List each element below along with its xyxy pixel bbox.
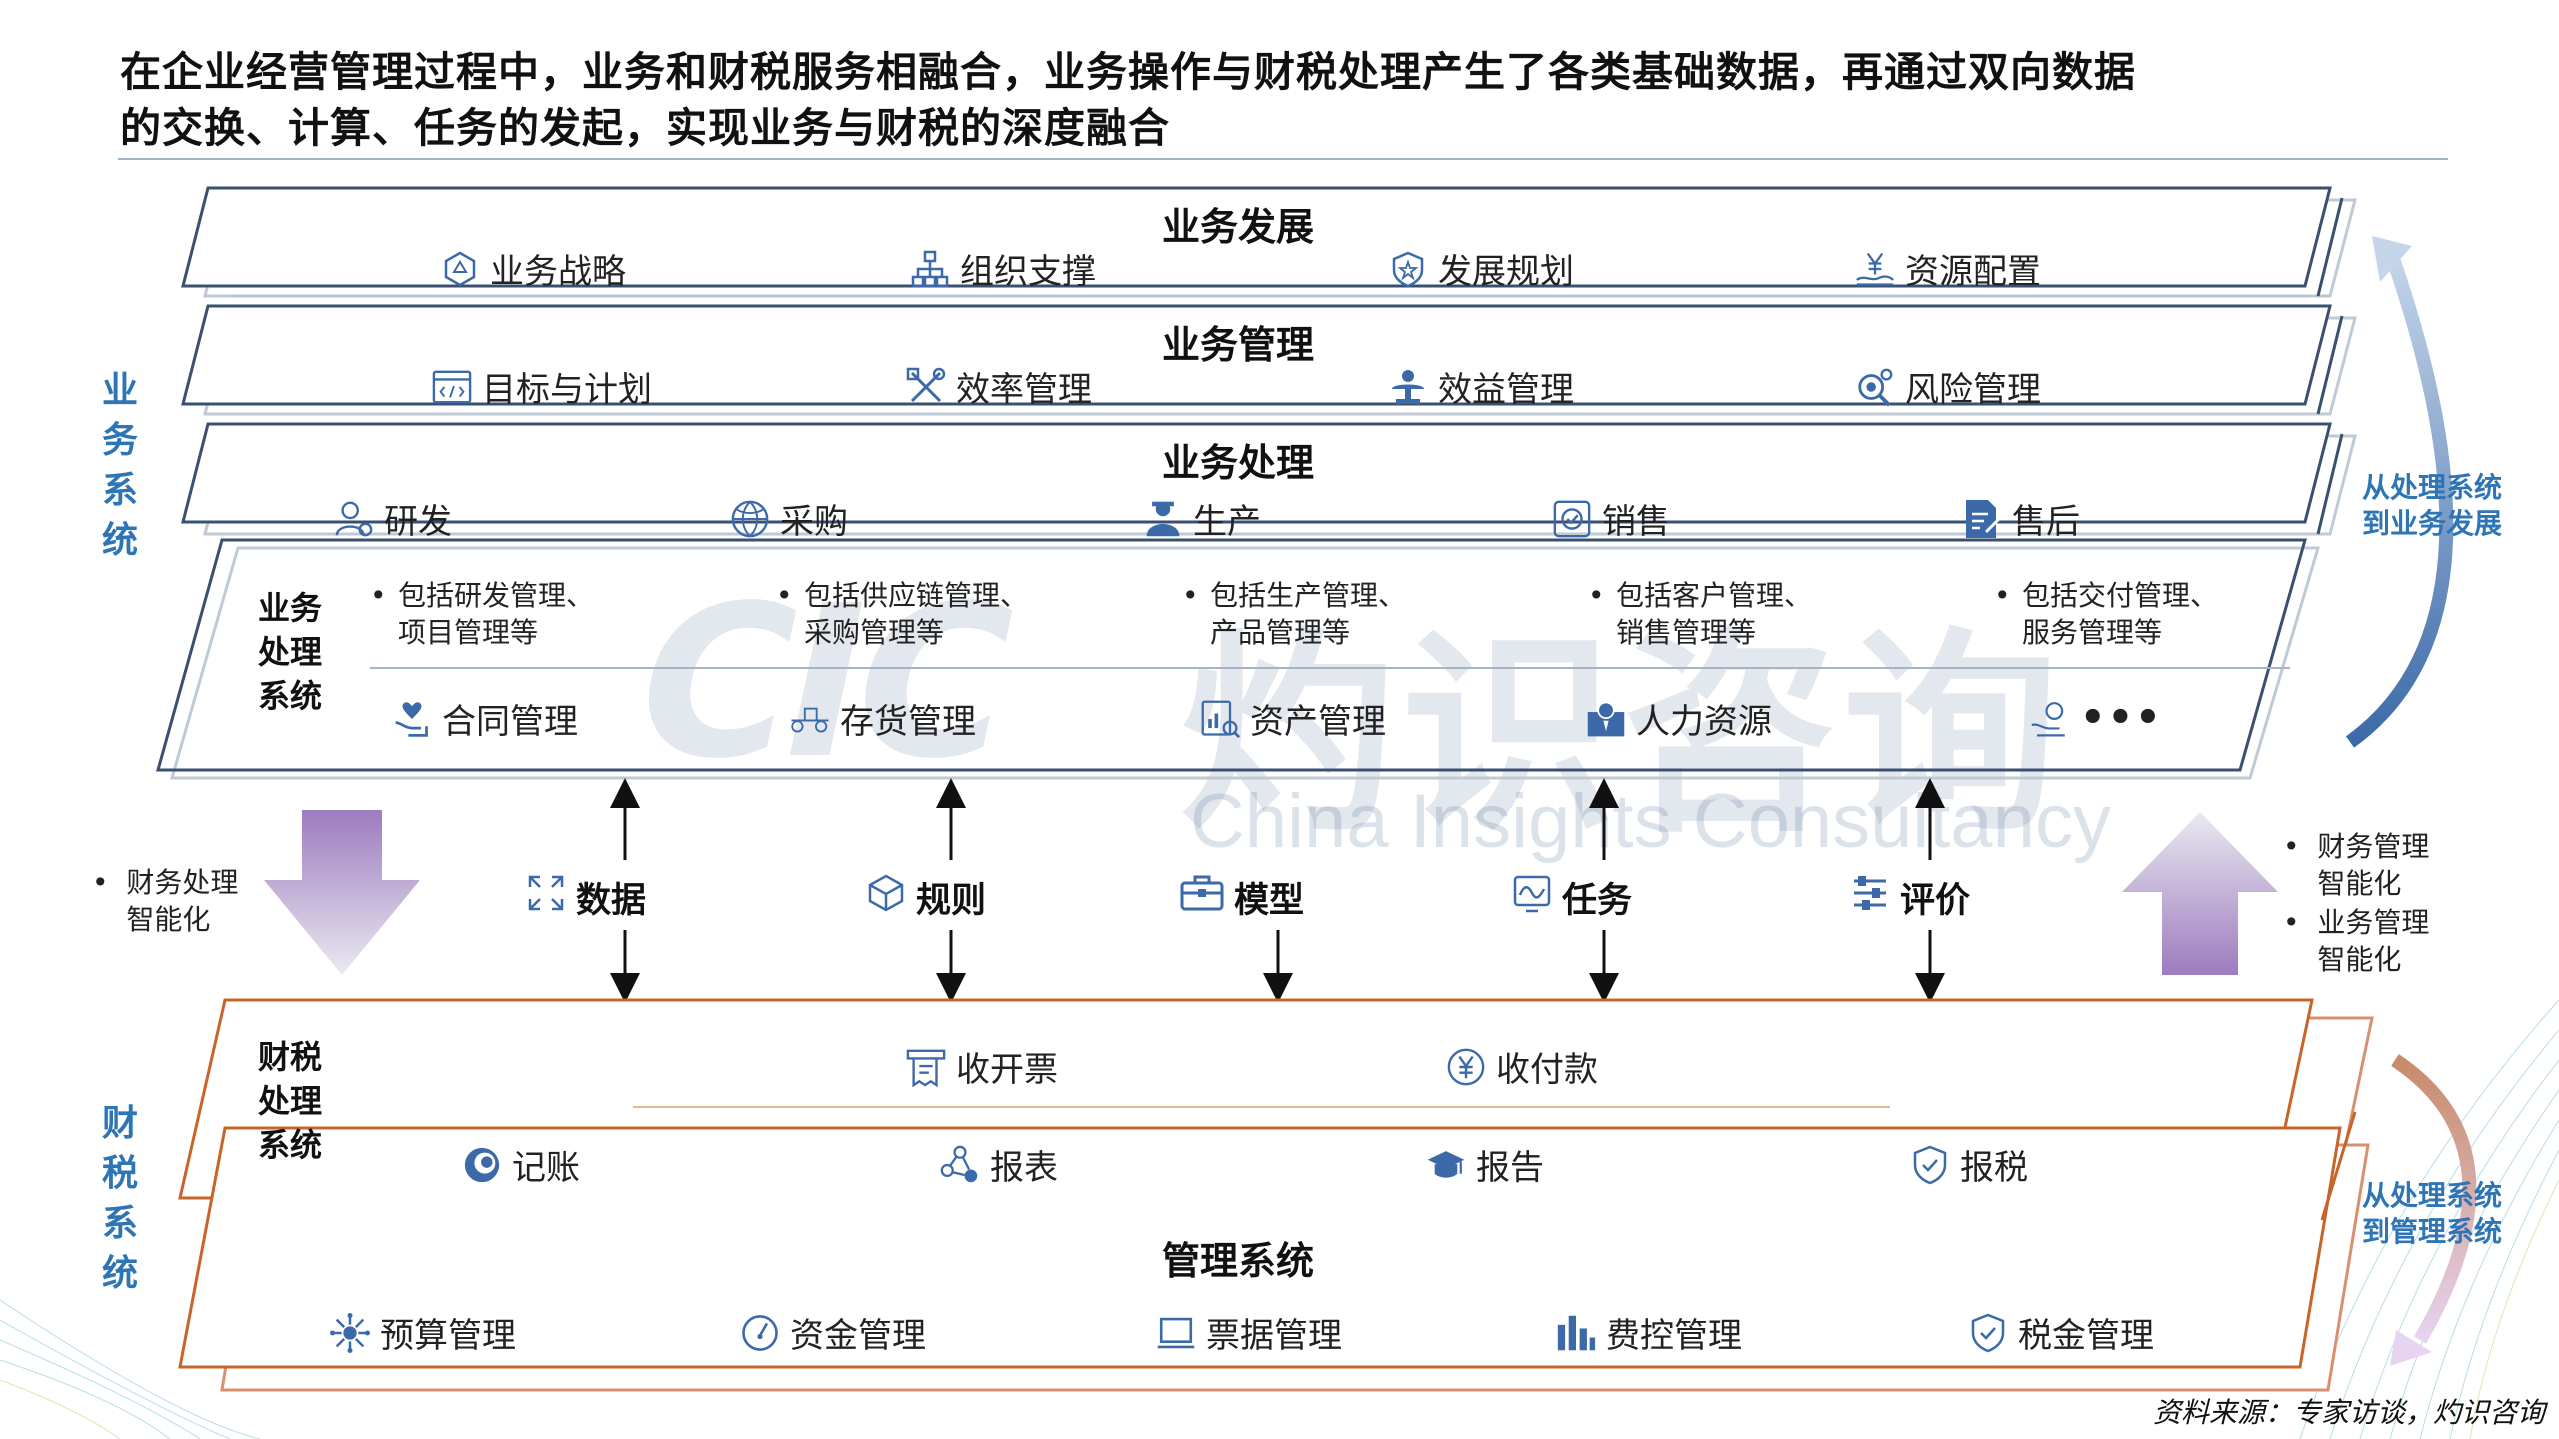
tools-icon: [906, 367, 946, 407]
item-goal-plan: 目标与计划: [432, 362, 652, 411]
band-processing-title: 业务处理: [1161, 440, 1315, 485]
strategy-icon: [440, 249, 480, 289]
mgmt-item-budget: 预算管理: [330, 1308, 516, 1357]
item-dev-planning: 发展规划: [1388, 244, 1574, 293]
network-icon: [940, 1145, 980, 1185]
invoice-icon: [906, 1047, 946, 1087]
tax-item-statements: 报表: [940, 1140, 1058, 1189]
module-asset: 资产管理: [1200, 694, 1386, 743]
tax-item-report: 报告: [1426, 1140, 1544, 1189]
tax-item-filing: 报税: [1910, 1140, 2028, 1189]
item-risk-mgmt: 风险管理: [1855, 362, 2041, 411]
module-inventory: 存货管理: [790, 694, 976, 743]
bullet-delivery-scope: •包括交付管理、服务管理等: [1994, 579, 2219, 649]
tax-item-invoicing: 收开票: [906, 1042, 1058, 1091]
header-line-1: 在企业经营管理过程中，业务和财税服务相融合，业务操作与财税处理产生了各类基础数据…: [120, 48, 2136, 96]
item-after-sales: 售后: [1962, 494, 2080, 543]
cart-icon: [790, 699, 830, 739]
mgmt-system-title: 管理系统: [1161, 1238, 1315, 1283]
hand-gear-icon: [2030, 698, 2070, 738]
tax-processing-system-label: 财税处理系统: [258, 1038, 323, 1164]
note-processing-to-development: 从处理系统 到业务发展: [2362, 471, 2503, 540]
bullet-production-scope: •包括生产管理、产品管理等: [1182, 579, 1407, 649]
laptop-icon: [1156, 1313, 1196, 1353]
bar-chart-icon: [1556, 1313, 1596, 1353]
yen-circle-icon: [1446, 1047, 1486, 1087]
item-business-strategy: 业务战略: [440, 244, 626, 293]
document-edit-icon: [1962, 499, 2002, 539]
header-divider: [118, 158, 2448, 160]
band-development-title: 业务发展: [1161, 204, 1315, 249]
yen-hand-icon: [1855, 249, 1895, 289]
item-benefit-mgmt: 效益管理: [1388, 362, 1574, 411]
toolbox-icon: [1180, 873, 1224, 922]
cube-icon: [866, 873, 906, 922]
flow-task: 任务: [1512, 872, 1632, 923]
item-resource-allocation: 资源配置: [1855, 244, 2041, 293]
globe-icon: [730, 499, 770, 539]
person-gear-icon: [334, 499, 374, 539]
source-note: 资料来源：专家访谈，灼识咨询: [2152, 1396, 2545, 1429]
note-business-mgmt-intelligent: • 业务管理 智能化: [2283, 906, 2430, 976]
shield-check-icon: [1910, 1145, 1950, 1185]
item-rnd: 研发: [334, 494, 452, 543]
gauge-icon: [740, 1313, 780, 1353]
mgmt-item-bills: 票据管理: [1156, 1308, 1342, 1357]
mgmt-item-funds: 资金管理: [740, 1308, 926, 1357]
scale-icon: [1388, 367, 1428, 407]
shield-check-icon: [1968, 1313, 2008, 1353]
snowflake-network-icon: [330, 1312, 370, 1353]
bullet-rnd-scope: •包括研发管理、项目管理等: [370, 579, 595, 649]
module-more: •••: [2030, 694, 2163, 741]
sales-badge-icon: [1552, 499, 1592, 539]
star-shield-icon: [1388, 249, 1428, 289]
magnifier-gear-icon: [1855, 367, 1895, 407]
note-processing-to-management: 从处理系统 到管理系统: [2362, 1179, 2503, 1248]
sliders-icon: [1850, 873, 1890, 922]
org-chart-icon: [910, 249, 950, 289]
flow-model: 模型: [1180, 872, 1304, 923]
mgmt-item-expense: 费控管理: [1556, 1308, 1742, 1357]
workers-icon: [1143, 499, 1183, 539]
item-org-support: 组织支撑: [910, 244, 1096, 293]
module-hr: 人力资源: [1586, 694, 1772, 743]
item-efficiency-mgmt: 效率管理: [906, 362, 1092, 411]
graduation-cap-icon: [1426, 1145, 1466, 1185]
tax-system-label: 财税系统: [101, 1102, 138, 1294]
monitor-wave-icon: [1512, 873, 1552, 922]
tax-item-bookkeeping: 记账: [462, 1140, 580, 1189]
bullet-supply-scope: •包括供应链管理、采购管理等: [776, 579, 1029, 649]
band-management-title: 业务管理: [1161, 322, 1315, 367]
tax-item-payment: 收付款: [1446, 1042, 1598, 1091]
expand-icon: [526, 873, 566, 922]
person-card-icon: [1586, 699, 1626, 739]
flow-rules: 规则: [866, 872, 986, 923]
mgmt-item-tax: 税金管理: [1968, 1308, 2154, 1357]
item-sales: 销售: [1552, 494, 1670, 543]
header-line-2: 的交换、计算、任务的发起，实现业务与财税的深度融合: [120, 104, 1170, 152]
flow-evaluation: 评价: [1850, 872, 1970, 923]
code-window-icon: [432, 367, 472, 407]
note-finance-processing-intelligent: • 财务处理 智能化: [92, 866, 239, 936]
swirl-icon: [462, 1145, 502, 1185]
hand-heart-icon: [392, 699, 432, 739]
business-processing-system-label: 业务处理系统: [258, 589, 323, 715]
flow-data: 数据: [526, 872, 646, 923]
item-procurement: 采购: [730, 494, 848, 543]
business-system-label: 业务系统: [101, 369, 138, 561]
chart-magnifier-icon: [1200, 699, 1240, 739]
watermark-en: China Insights Consultancy: [1190, 779, 2111, 864]
item-production: 生产: [1143, 494, 1261, 543]
note-finance-mgmt-intelligent: • 财务管理 智能化: [2283, 830, 2430, 900]
bullet-customer-scope: •包括客户管理、销售管理等: [1588, 579, 1813, 649]
module-contract: 合同管理: [392, 694, 578, 743]
